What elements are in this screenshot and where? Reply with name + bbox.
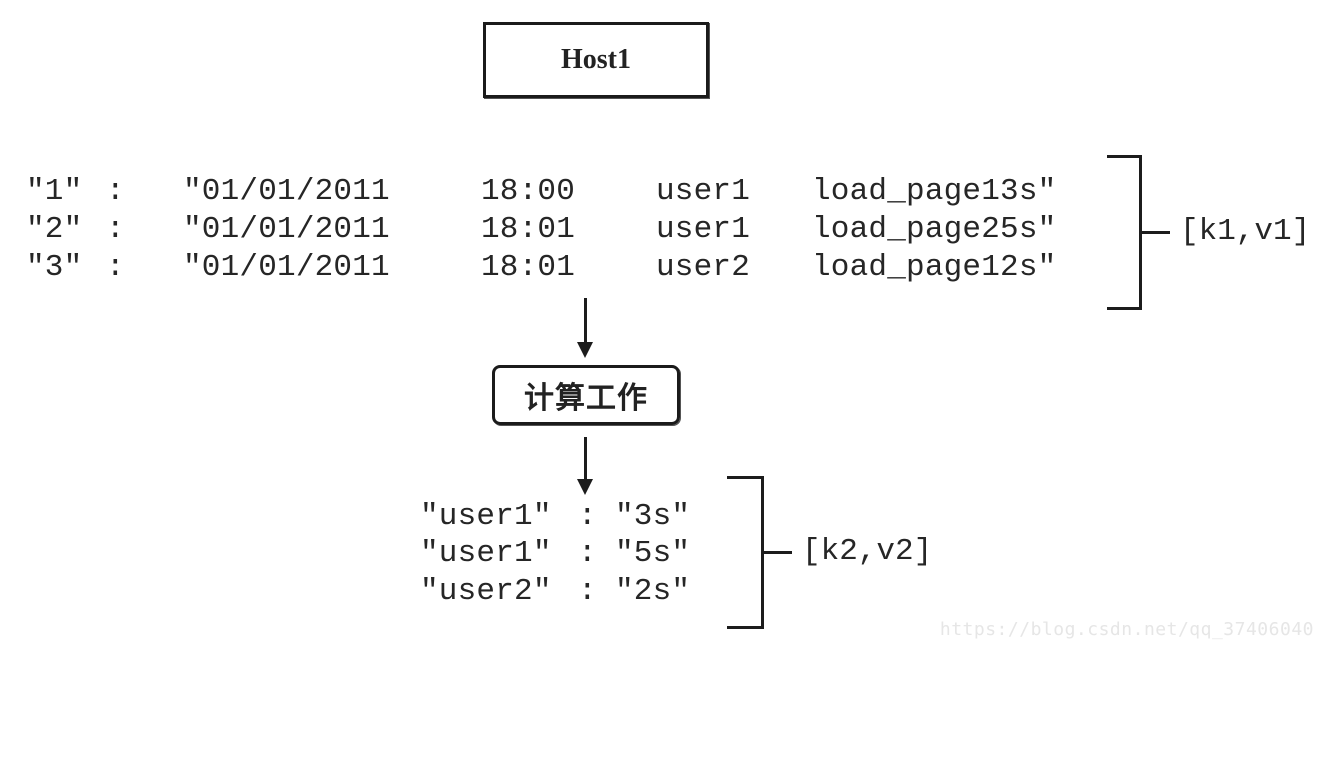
input-row-3-colon: : [106, 250, 125, 285]
input-row-3-time: 18:01 [481, 250, 576, 285]
input-row-1-user: user1 [656, 174, 751, 209]
input-bracket-stub [1142, 231, 1170, 234]
input-row-1-action: load_page13s" [812, 174, 1057, 209]
input-bracket-label: [k1,v1] [1180, 214, 1311, 249]
output-row-1-colon: : [578, 499, 597, 534]
output-row-3-value: "2s" [615, 574, 691, 609]
input-row-2-colon: : [106, 212, 125, 247]
output-row-1: "user1" : "3s" [0, 498, 1100, 536]
input-row-2-time: 18:01 [481, 212, 576, 247]
compute-job-label: 计算工作 [524, 381, 648, 416]
input-row-2-key: "2" [26, 212, 83, 247]
mapreduce-diagram: Host1 "1" : "01/01/2011 18:00 user1 load… [0, 22, 1314, 640]
input-row-1-key: "1" [26, 174, 83, 209]
host1-box: Host1 [483, 22, 709, 98]
input-bracket [1107, 155, 1142, 310]
input-row-2: "2" : "01/01/2011 18:01 user1 load_page2… [0, 211, 1100, 249]
output-row-3-colon: : [578, 574, 597, 609]
arrow-to-output-line [584, 437, 587, 479]
arrow-to-compute-line [584, 298, 587, 342]
output-row-3-user: "user2" [420, 574, 552, 609]
output-row-2-colon: : [578, 536, 597, 571]
input-row-1-date: "01/01/2011 [183, 174, 390, 209]
arrow-to-output-head [577, 479, 593, 495]
input-row-3-date: "01/01/2011 [183, 250, 390, 285]
input-row-1-time: 18:00 [481, 174, 576, 209]
input-row-3-action: load_page12s" [812, 250, 1057, 285]
input-row-1: "1" : "01/01/2011 18:00 user1 load_page1… [0, 173, 1100, 211]
input-row-3-key: "3" [26, 250, 83, 285]
input-row-2-user: user1 [656, 212, 751, 247]
output-bracket-label: [k2,v2] [802, 534, 933, 569]
host1-label: Host1 [561, 44, 631, 75]
output-row-1-user: "user1" [420, 499, 552, 534]
output-row-1-value: "3s" [615, 499, 691, 534]
output-row-2-value: "5s" [615, 536, 691, 571]
input-row-3-user: user2 [656, 250, 751, 285]
arrow-to-compute-head [577, 342, 593, 358]
output-row-3: "user2" : "2s" [0, 573, 1100, 611]
output-row-2-user: "user1" [420, 536, 552, 571]
input-row-2-action: load_page25s" [812, 212, 1057, 247]
input-row-3: "3" : "01/01/2011 18:01 user2 load_page1… [0, 249, 1100, 287]
watermark-text: https://blog.csdn.net/qq_37406040 [939, 619, 1314, 640]
compute-job-box: 计算工作 [492, 365, 680, 425]
output-bracket-stub [764, 551, 792, 554]
input-row-2-date: "01/01/2011 [183, 212, 390, 247]
output-row-2: "user1" : "5s" [0, 535, 1100, 573]
output-bracket [727, 476, 764, 629]
input-row-1-colon: : [106, 174, 125, 209]
